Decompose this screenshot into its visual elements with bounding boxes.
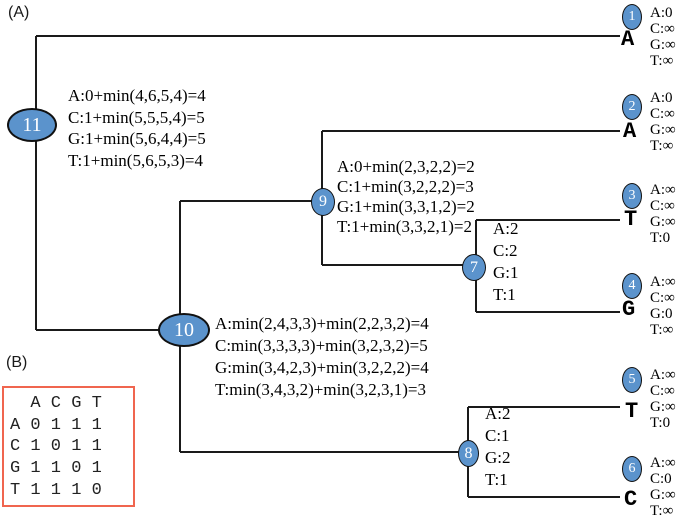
leaf3-costs: A:∞ C:∞ G:∞ T:0 [650, 182, 676, 246]
matrix-header-row: A C G T [10, 394, 102, 413]
calc-line: G:1+min(5,6,4,4)=5 [68, 129, 206, 148]
node11-calculations: A:0+min(4,6,5,4)=4 C:1+min(5,5,5,4)=5 G:… [68, 85, 206, 171]
calc-line: T:min(3,4,3,2)+min(3,2,3,1)=3 [215, 380, 426, 399]
internal-node-8: 8 [458, 440, 479, 467]
calc-line: G:1+min(3,3,1,2)=2 [337, 197, 475, 216]
calc-line: A:2 [485, 404, 511, 423]
calc-line: A:0+min(2,3,2,2)=2 [337, 157, 475, 176]
internal-node-10: 10 [158, 313, 210, 347]
cost-line: C:∞ [650, 383, 675, 399]
cost-line: G:∞ [650, 37, 676, 53]
cost-line: T:∞ [650, 322, 674, 338]
calc-line: A:min(2,4,3,3)+min(2,2,3,2)=4 [215, 314, 429, 333]
calc-line: T:1 [493, 285, 516, 304]
cost-line: T:∞ [650, 138, 674, 154]
node10-calculations: A:min(2,4,3,3)+min(2,2,3,2)=4 C:min(3,3,… [215, 313, 429, 401]
panel-a-label: (A) [8, 4, 30, 21]
cost-line: A:∞ [650, 455, 676, 471]
leaf-node-3: 3 [622, 183, 642, 209]
cost-line: T:∞ [650, 503, 674, 519]
cost-line: C:∞ [650, 290, 675, 306]
matrix-row-t: T 1 1 1 0 [10, 480, 102, 500]
cost-line: A:0 [650, 90, 673, 106]
leaf-node-4: 4 [622, 273, 642, 299]
matrix-row-a: A 0 1 1 1 [10, 415, 102, 435]
calc-line: A:0+min(4,6,5,4)=4 [68, 86, 206, 105]
internal-node-7: 7 [462, 254, 486, 281]
leaf3-letter: T [624, 207, 638, 232]
leaf2-letter: A [623, 119, 637, 144]
cost-line: A:∞ [650, 274, 676, 290]
substitution-matrix: A C G T A 0 1 1 1 C 1 0 1 1 G 1 1 0 1 T … [2, 386, 135, 507]
leaf4-letter: G [622, 297, 636, 322]
cost-line: G:∞ [650, 487, 676, 503]
leaf5-costs: A:∞ C:∞ G:∞ T:0 [650, 367, 676, 431]
cost-line: G:0 [650, 306, 673, 322]
calc-line: G:1 [493, 263, 519, 282]
cost-line: G:∞ [650, 214, 676, 230]
node7-costs: A:2 C:2 G:1 T:1 [493, 218, 519, 306]
leaf5-letter: T [625, 399, 639, 424]
leaf-node-2: 2 [622, 94, 642, 120]
node8-costs: A:2 C:1 G:2 T:1 [485, 403, 511, 491]
matrix-row-g: G 1 1 0 1 [10, 459, 102, 479]
leaf6-letter: C [624, 487, 638, 512]
internal-node-11: 11 [7, 108, 57, 142]
calc-line: C:1+min(5,5,5,4)=5 [68, 107, 205, 127]
cost-line: A:0 [650, 5, 673, 21]
cost-line: C:∞ [650, 21, 675, 37]
leaf1-letter: A [621, 27, 635, 52]
calc-line: T:1+min(3,3,2,1)=2 [337, 217, 472, 236]
leaf-node-1: 1 [622, 4, 642, 30]
node9-calculations: A:0+min(2,3,2,2)=2 C:1+min(3,2,2,2)=3 G:… [337, 157, 475, 237]
calc-line: C:min(3,3,3,3)+min(3,2,3,2)=5 [215, 336, 428, 355]
cost-line: T:0 [650, 230, 671, 246]
leaf1-costs: A:0 C:∞ G:∞ T:∞ [650, 5, 676, 69]
calc-line: G:min(3,4,2,3)+min(3,2,2,2)=4 [215, 358, 429, 377]
calc-line: C:2 [493, 241, 518, 260]
cost-line: G:∞ [650, 399, 676, 415]
leaf6-costs: A:∞ C:0 G:∞ T:∞ [650, 455, 676, 519]
panel-b-label: (B) [6, 354, 28, 371]
cost-line: A:∞ [650, 182, 676, 198]
leaf-node-5: 5 [622, 367, 642, 393]
cost-line: A:∞ [650, 367, 676, 383]
leaf4-costs: A:∞ C:∞ G:0 T:∞ [650, 274, 676, 338]
cost-line: C:∞ [650, 198, 675, 214]
calc-line: T:1 [485, 470, 508, 489]
cost-line: G:∞ [650, 122, 676, 138]
leaf2-costs: A:0 C:∞ G:∞ T:∞ [650, 90, 676, 154]
calc-line: T:1+min(5,6,5,3)=4 [68, 150, 203, 170]
calc-line: G:2 [485, 448, 511, 467]
cost-line: C:0 [650, 471, 672, 487]
matrix-row-c: C 1 0 1 1 [10, 437, 102, 457]
cost-line: T:0 [650, 415, 671, 431]
cost-line: C:∞ [650, 106, 675, 122]
cost-line: T:∞ [650, 53, 674, 69]
calc-line: A:2 [493, 219, 519, 238]
internal-node-9: 9 [311, 188, 335, 216]
calc-line: C:1+min(3,2,2,2)=3 [337, 177, 474, 196]
leaf-node-6: 6 [622, 456, 642, 482]
calc-line: C:1 [485, 426, 510, 445]
